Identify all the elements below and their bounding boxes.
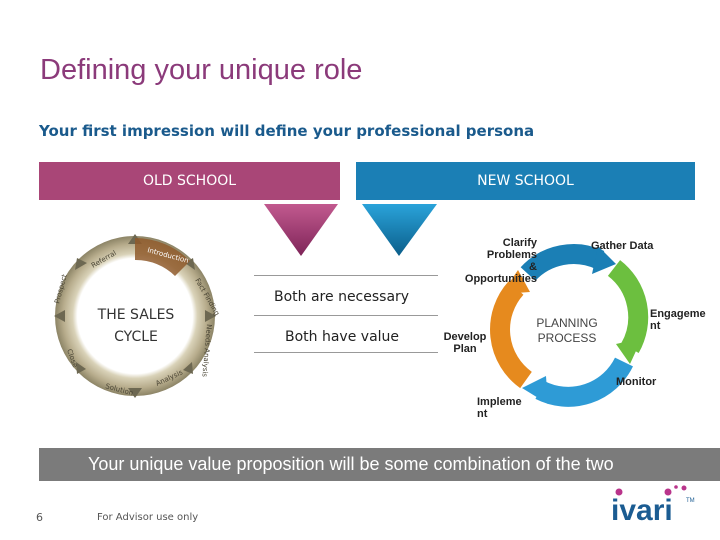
planning-process-ring [490,244,649,407]
page-subtitle: Your first impression will define your p… [39,122,535,140]
advisor-disclaimer: For Advisor use only [97,512,199,523]
ivari-logo: ivari TM [611,485,695,526]
new-school-banner: NEW SCHOOL [356,162,695,200]
value-proposition-text: Your unique value proposition will be so… [88,454,614,474]
planning-label-line1: PLANNING [536,316,598,330]
planning-label-line2: PROCESS [537,331,597,345]
sales-cycle-label: THE SALES CYCLE [78,304,194,348]
divider-top [254,275,438,276]
ivari-tm: TM [686,498,695,504]
both-value-text: Both have value [285,329,400,345]
page-title: Defining your unique role [40,54,363,86]
ivari-logo-text: ivari [611,494,673,526]
step-implement: Impleme nt [477,396,522,420]
step-clarify-line3: & [529,261,537,273]
step-clarify: Clarify Problems & Opportunities [452,237,537,285]
step-develop-line2: Plan [453,343,477,355]
step-implement-line1: Impleme [477,396,522,408]
arrow-triangles [264,204,437,256]
divider-middle [254,315,438,316]
sales-cycle-wheel: Introduction Fact Finding Needs Analysis… [53,234,221,398]
divider-bottom [254,352,438,353]
step-develop-line1: Develop [443,331,487,343]
step-gather-data: Gather Data [591,240,654,252]
page-number: 6 [36,511,43,524]
step-clarify-line4: Opportunities [464,273,537,285]
new-school-arrow [362,204,437,256]
step-develop-plan: Develop Plan [440,331,490,355]
sales-cycle-label-line2: CYCLE [114,329,158,345]
step-clarify-line2: Problems [486,249,537,261]
old-school-arrow [264,204,338,256]
both-necessary-text: Both are necessary [274,289,410,305]
step-engagement-line2: nt [650,320,661,332]
sales-cycle-label-line1: THE SALES [97,307,175,323]
step-engagement-line1: Engageme [650,308,706,320]
step-monitor: Monitor [616,376,657,388]
step-implement-line2: nt [477,408,488,420]
old-school-banner: OLD SCHOOL [39,162,340,200]
step-engagement: Engageme nt [650,308,706,332]
planning-process-label: PLANNING PROCESS [526,316,608,346]
step-clarify-line1: Clarify [502,237,537,249]
value-proposition-bar: Your unique value proposition will be so… [39,448,720,481]
